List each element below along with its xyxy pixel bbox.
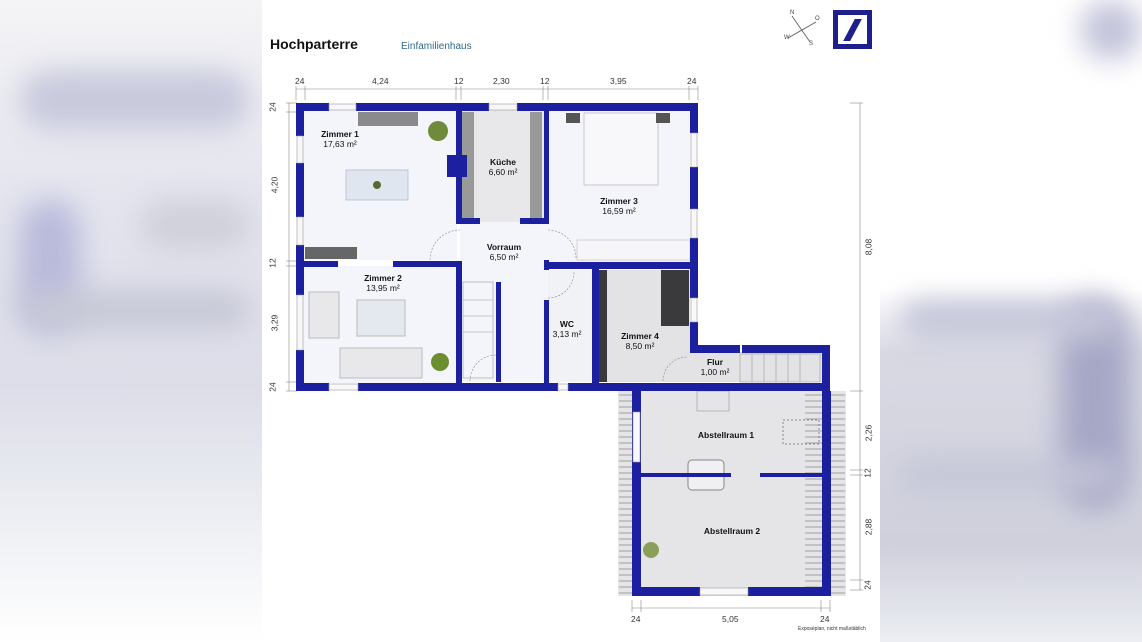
room-zimmer-3: Zimmer 3 16,59 m² <box>592 196 646 216</box>
room-zimmer-4: Zimmer 4 8,50 m² <box>614 331 666 351</box>
room-area: 6,50 m² <box>489 252 519 262</box>
blurred-background-left <box>0 0 262 642</box>
room-name: Abstellraum 1 <box>697 430 755 440</box>
dim-right-0: 2,26 <box>863 424 874 442</box>
dim-right-3: 24 <box>862 580 873 590</box>
room-area: 16,59 m² <box>602 206 636 216</box>
room-area: 3,13 m² <box>552 329 582 339</box>
room-name: Küche <box>490 157 516 167</box>
compass-east: O <box>815 16 820 22</box>
room-area: 8,50 m² <box>625 341 655 351</box>
dim-bottom-1: 5,05 <box>722 614 739 624</box>
dim-left-2: 12 <box>267 258 278 268</box>
compass-west: W <box>784 35 790 41</box>
room-name: Abstellraum 2 <box>703 526 761 536</box>
dim-right-1: 12 <box>862 468 873 478</box>
room-wc: WC 3,13 m² <box>548 319 586 339</box>
room-name: Vorraum <box>486 242 522 252</box>
room-name: Zimmer 1 <box>321 129 359 139</box>
room-name: WC <box>559 319 575 329</box>
dim-bottom-2: 24 <box>820 614 830 624</box>
compass-south: S <box>809 41 814 47</box>
dim-left-1: 4,20 <box>269 176 280 194</box>
dim-top-5: 3,95 <box>610 76 627 86</box>
dim-left-3: 3,29 <box>269 314 280 332</box>
room-area: 17,63 m² <box>323 139 357 149</box>
room-name: Zimmer 3 <box>600 196 638 206</box>
compass-north: N <box>790 10 795 16</box>
page-subtitle: Einfamilienhaus <box>401 41 472 52</box>
dim-top-6: 24 <box>687 76 697 86</box>
dim-right-2: 2,88 <box>863 518 874 536</box>
dim-top-0: 24 <box>295 76 305 86</box>
room-area: 6,60 m² <box>488 167 518 177</box>
dim-left-4: 24 <box>267 382 278 392</box>
room-flur: Flur 1,00 m² <box>694 357 736 377</box>
room-zimmer-2: Zimmer 2 13,95 m² <box>356 273 410 293</box>
room-abstellraum-2: Abstellraum 2 <box>694 526 770 536</box>
room-name: Zimmer 2 <box>364 273 402 283</box>
room-vorraum: Vorraum 6,50 m² <box>478 242 530 262</box>
blurred-background-right <box>880 0 1142 642</box>
room-name: Zimmer 4 <box>621 331 659 341</box>
dim-left-0: 24 <box>267 102 278 112</box>
footnote: Exposéplan, nicht maßstäblich <box>798 626 866 632</box>
room-area: 13,95 m² <box>366 283 400 293</box>
page-title: Hochparterre <box>270 36 358 52</box>
room-abstellraum-1: Abstellraum 1 <box>690 430 762 440</box>
dim-bottom-0: 24 <box>631 614 641 624</box>
room-zimmer-1: Zimmer 1 17,63 m² <box>314 129 366 149</box>
compass-rose: N O S W <box>780 8 826 50</box>
room-kueche: Küche 6,60 m² <box>480 157 526 177</box>
dim-top-3: 2,30 <box>493 76 510 86</box>
dim-top-1: 4,24 <box>372 76 389 86</box>
room-area: 1,00 m² <box>700 367 730 377</box>
room-name: Flur <box>706 357 724 367</box>
dim-right-overall: 8,08 <box>863 238 874 256</box>
dim-top-2: 12 <box>454 76 464 86</box>
dim-top-4: 12 <box>540 76 550 86</box>
brand-logo <box>833 10 872 49</box>
